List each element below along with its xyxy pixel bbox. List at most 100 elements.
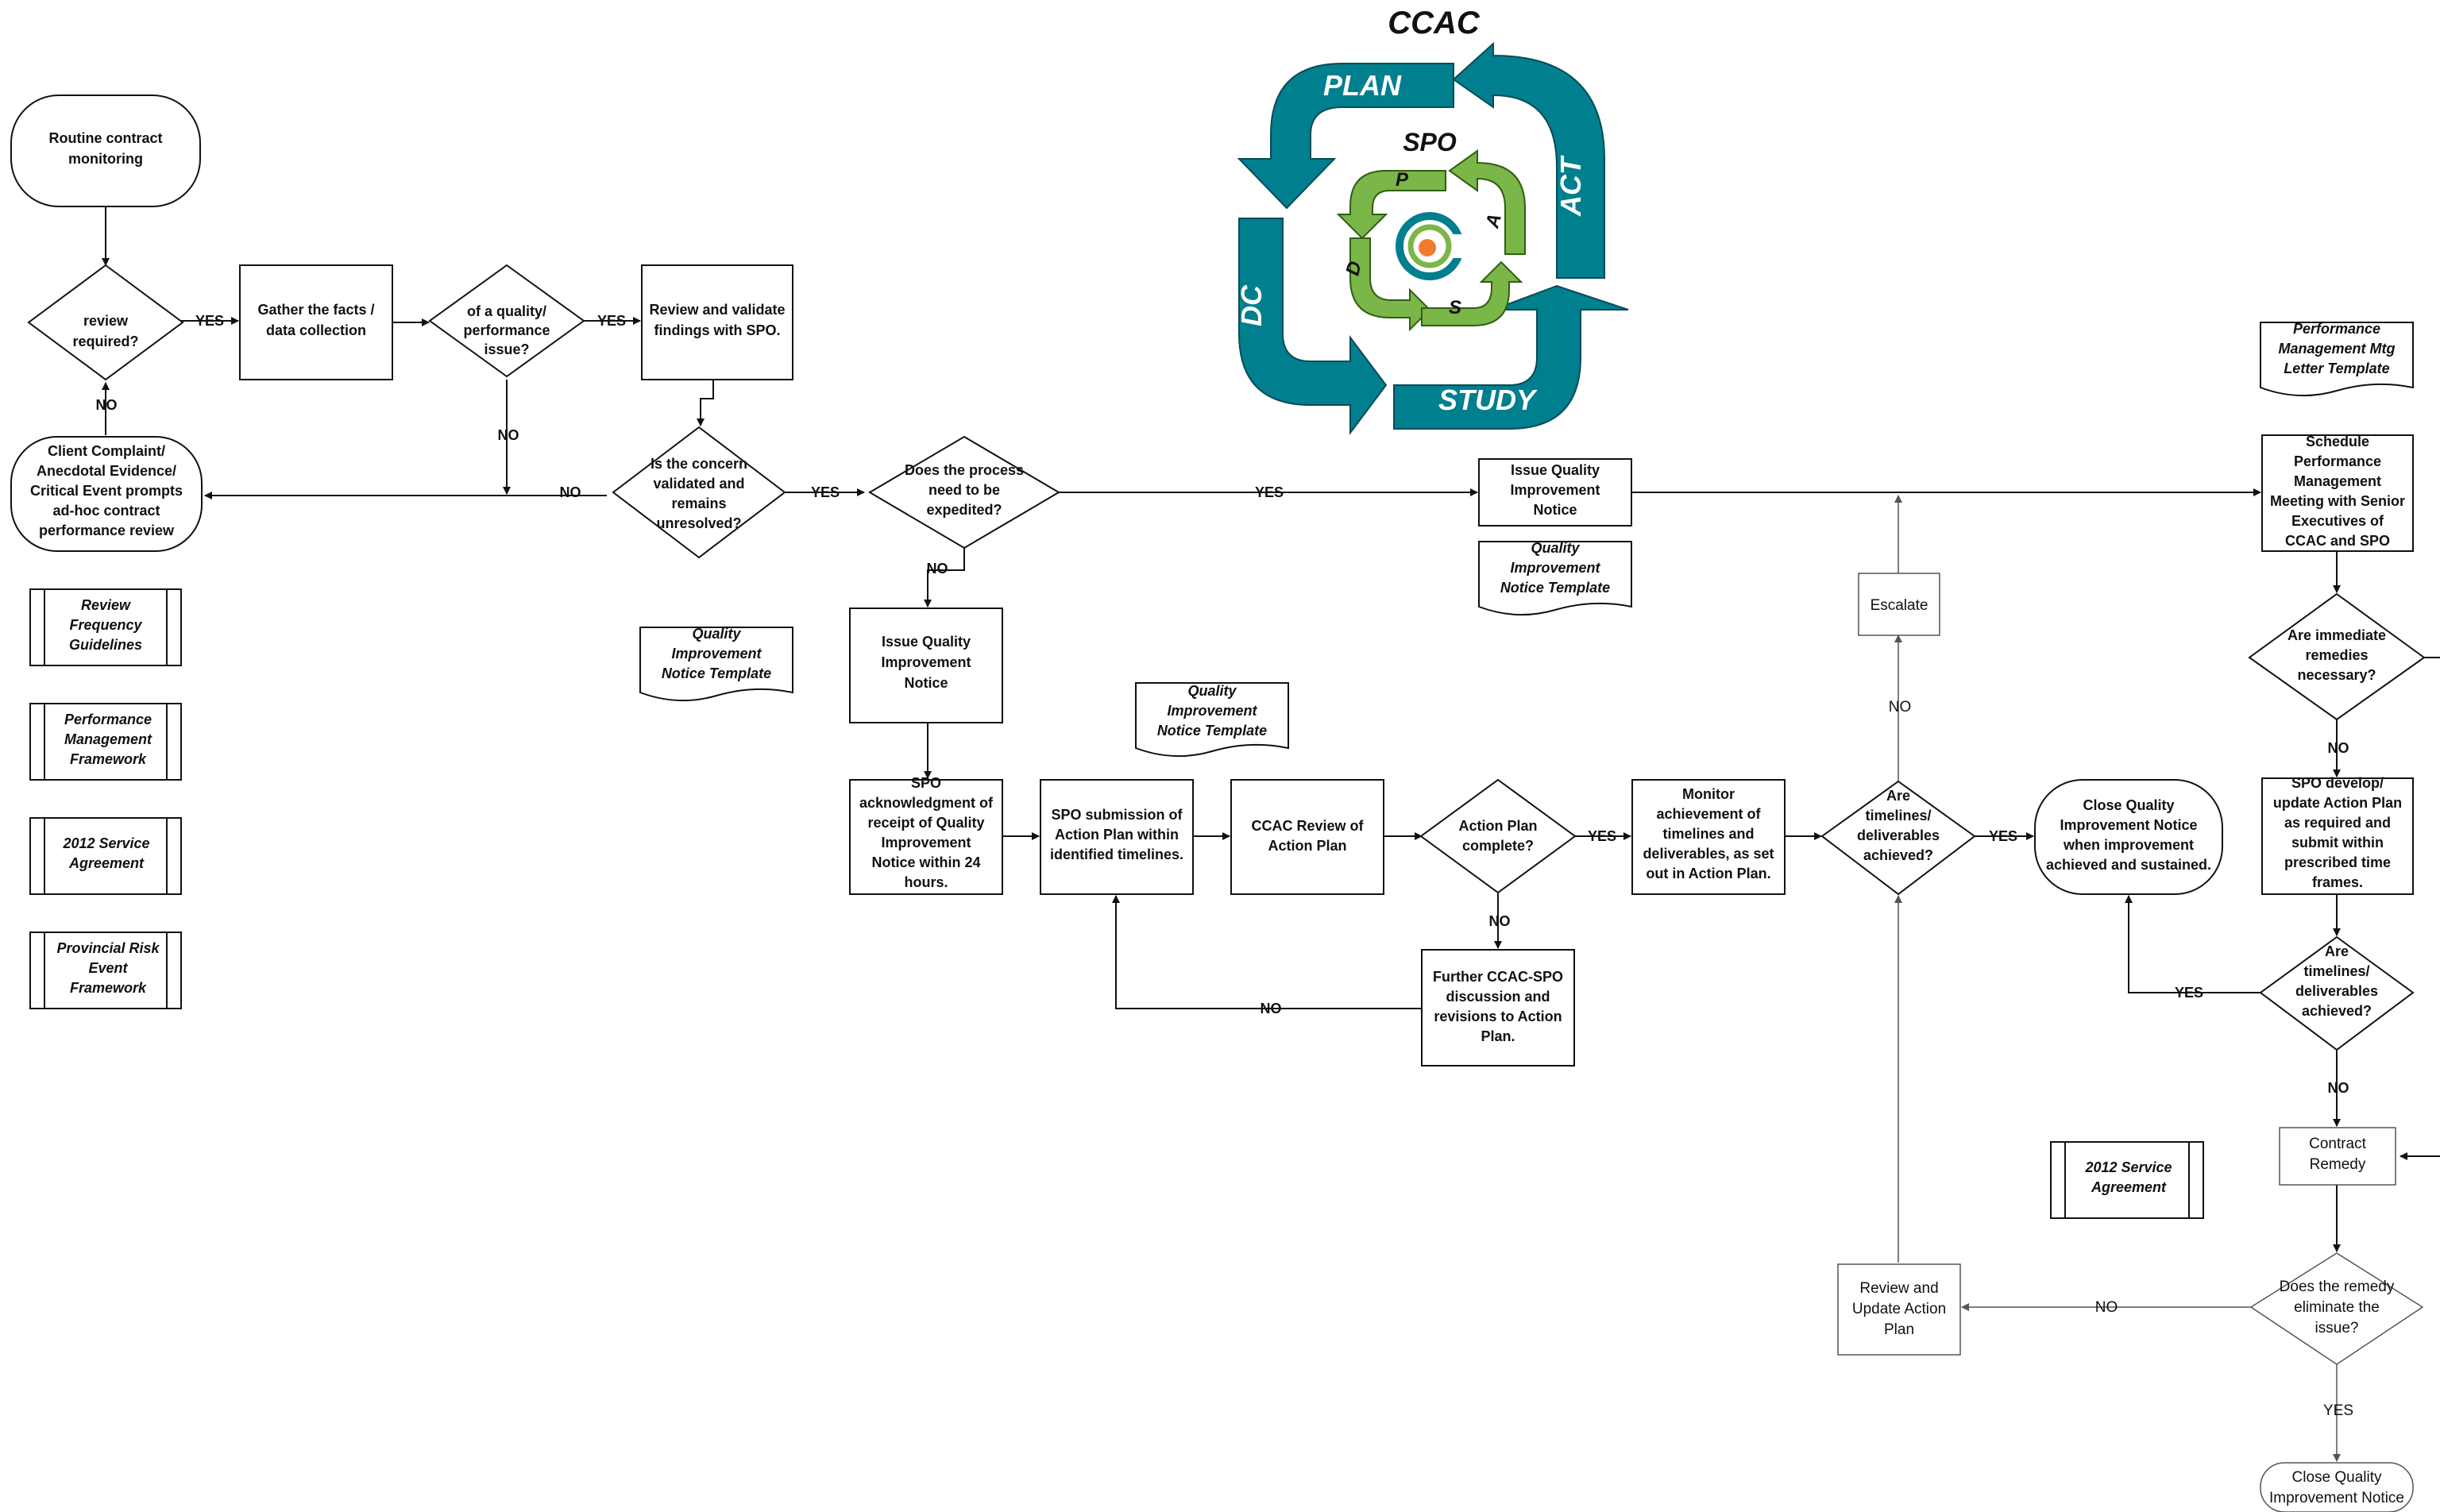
client-complaint-terminal: Client Complaint/Anecdotal Evidence/Crit… (10, 436, 203, 552)
edge-label-no: NO (1889, 699, 1912, 716)
inner-p-arrow (1336, 170, 1446, 240)
edge-label-no: NO (498, 427, 519, 443)
study-label: STUDY (1438, 384, 1538, 416)
ccac-logo (1396, 212, 1466, 280)
edge-label-yes: YES (195, 313, 224, 329)
connector (2125, 895, 2264, 993)
connector (924, 548, 965, 608)
edge-label-no: NO (560, 484, 581, 500)
escalate-process: Escalate (1858, 573, 1940, 636)
edge-label-yes: YES (2175, 985, 2203, 1001)
edge-label-yes: YES (597, 313, 626, 329)
ccac-title: CCAC (1388, 6, 1481, 40)
svg-text:Escalate: Escalate (1871, 597, 1928, 614)
edge-label-no: NO (927, 561, 948, 577)
svg-text:Gather the facts /data collect: Gather the facts /data collection (257, 302, 374, 338)
plan-label: PLAN (1323, 69, 1402, 102)
edge-labels: YES NO YES NO NO YES NO YES YES NO NO NO… (96, 313, 2354, 1419)
plan-arrow (1237, 63, 1454, 210)
edge-label-yes: YES (1989, 828, 2017, 844)
edge-label-yes: YES (811, 484, 840, 500)
study-arrow (1393, 284, 1629, 430)
do-label: DC (1235, 284, 1268, 326)
inner-p-label: P (1396, 169, 1409, 191)
edge-label-no: NO (2095, 1299, 2118, 1316)
edge-label-no: NO (1261, 1001, 1282, 1016)
edge-label-yes: YES (1588, 828, 1616, 844)
connector (1112, 895, 1422, 1009)
inner-s-label: S (1449, 297, 1461, 318)
svg-text:Client Complaint/Anecdotal Evi: Client Complaint/Anecdotal Evidence/Crit… (30, 443, 183, 538)
edge-label-no: NO (2328, 1080, 2349, 1096)
edge-label-yes: YES (1255, 484, 1284, 500)
act-label: ACT (1554, 155, 1587, 217)
inner-s-arrow (1421, 260, 1523, 326)
pdca-cycle-graphic: CCAC PLAN ACT DC STUDY SPO P A D S (1235, 6, 1629, 435)
do-arrow (1238, 218, 1388, 435)
inner-a-arrow (1448, 149, 1526, 255)
edge-label-no: NO (1489, 913, 1511, 929)
edge-label-no: NO (2328, 740, 2349, 756)
edge-label-no: NO (96, 397, 118, 413)
act-arrow (1452, 41, 1605, 279)
